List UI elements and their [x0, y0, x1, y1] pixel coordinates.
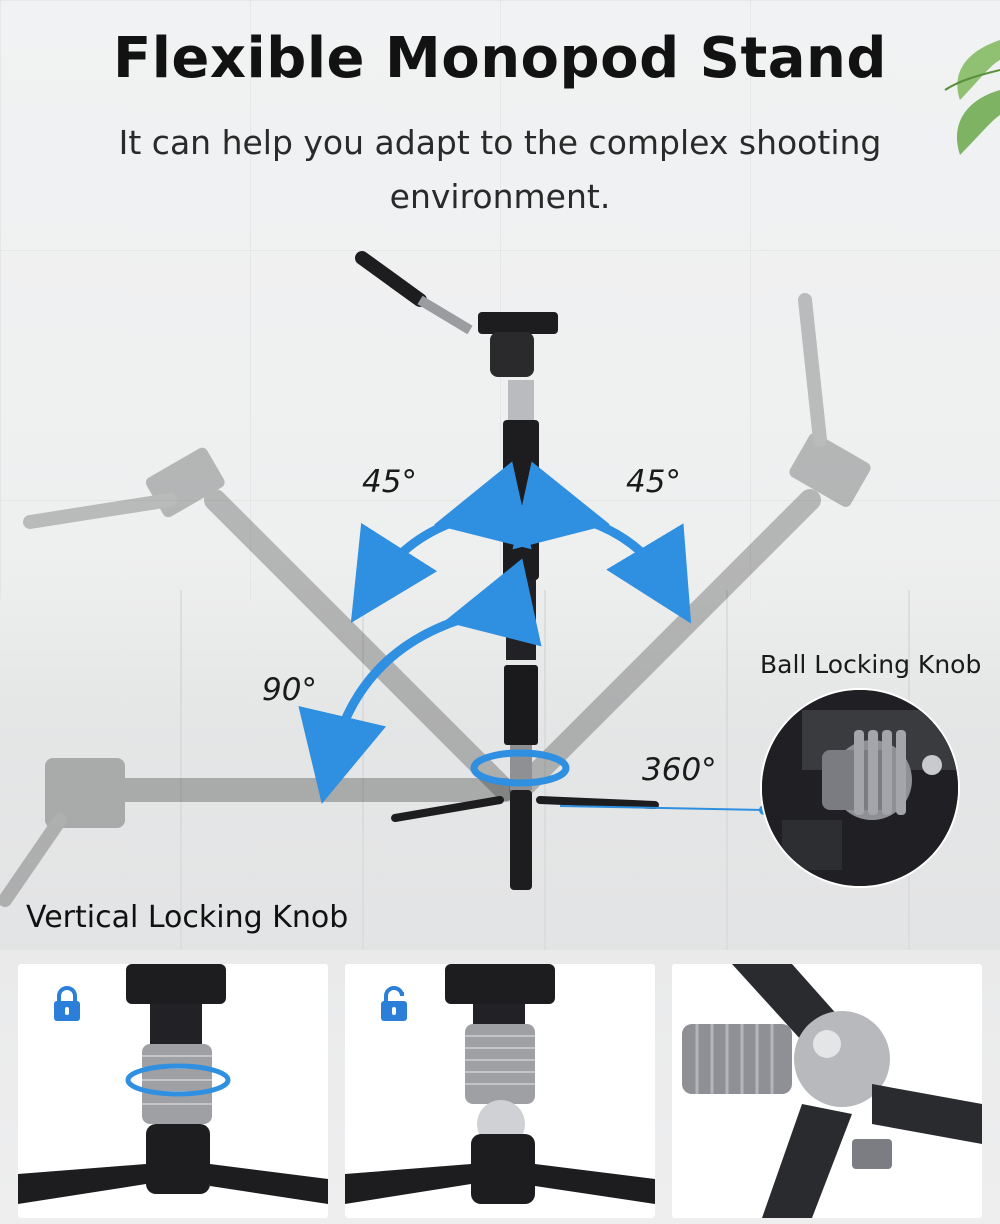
arrow-fold — [298, 558, 542, 804]
monopod-scene — [0, 251, 871, 907]
locked-knob-illustration — [18, 964, 328, 1204]
ghost-monopod-horizontal — [0, 758, 517, 907]
page-subtitle: It can help you adapt to the complex sho… — [118, 123, 882, 216]
lock-open-icon — [381, 986, 407, 1021]
ghost-monopod-right — [509, 293, 871, 801]
ball-locking-knob-zoom — [762, 690, 958, 886]
ball-locking-knob-label: Ball Locking Knob — [760, 650, 982, 679]
angle-label-fold: 90° — [262, 672, 317, 708]
panel-ball-joint — [672, 964, 982, 1218]
callout-line — [559, 805, 765, 811]
ball-joint-illustration — [682, 964, 982, 1218]
panel-unlocked — [345, 964, 655, 1218]
page-title: Flexible Monopod Stand — [112, 26, 888, 91]
arrow-right-tilt — [512, 461, 692, 624]
arrow-left-tilt — [350, 461, 532, 623]
ghost-monopod-left — [23, 447, 516, 801]
angle-label-rotation: 360° — [642, 752, 717, 788]
angle-label-left-tilt: 45° — [362, 464, 417, 500]
panel-locked — [18, 964, 328, 1218]
unlocked-knob-illustration — [345, 964, 655, 1204]
vertical-locking-knob-label: Vertical Locking Knob — [26, 900, 349, 935]
arrow-rotation — [470, 749, 570, 787]
angle-label-right-tilt: 45° — [626, 464, 681, 500]
plant-leaves — [944, 40, 1000, 155]
lock-closed-icon — [54, 986, 80, 1021]
